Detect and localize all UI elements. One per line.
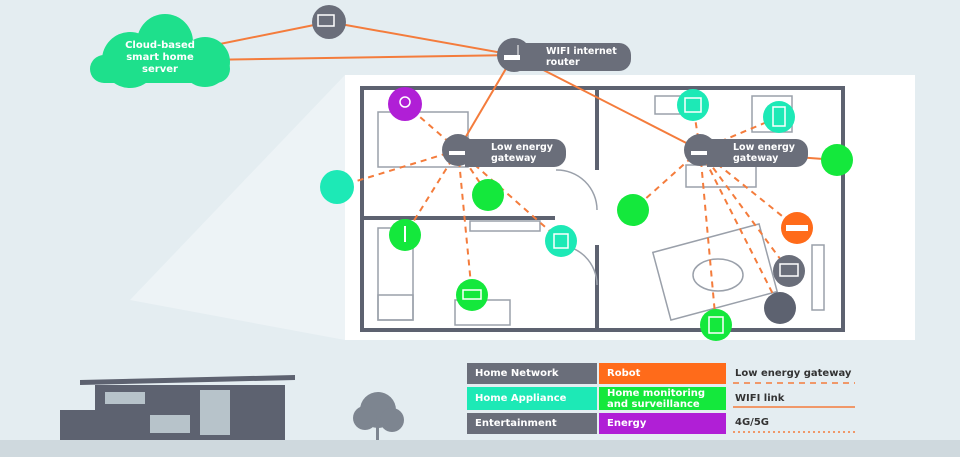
smoke-detector-icon[interactable] xyxy=(472,179,504,211)
floorplan-walls xyxy=(360,86,845,332)
washing-machine-icon[interactable] xyxy=(545,225,577,257)
window-sensor-icon[interactable] xyxy=(700,309,732,341)
camera-icon[interactable] xyxy=(617,194,649,226)
router-label: WIFI internet router xyxy=(520,43,631,71)
meter-icon[interactable] xyxy=(456,279,488,311)
cloud-server-icon xyxy=(90,14,230,88)
legend-4g-5g: 4G/5G xyxy=(735,417,769,428)
tv-icon[interactable] xyxy=(773,255,805,287)
legend-home-monitoring: Home monitoring and surveillance xyxy=(599,387,726,410)
cloud-label: Cloud-based smart home server xyxy=(125,40,195,75)
gateway-label-2: Low energy gateway xyxy=(707,139,808,167)
house-windows xyxy=(105,390,230,435)
bulb-icon[interactable] xyxy=(388,87,422,121)
air-conditioner-icon[interactable] xyxy=(320,170,354,204)
legend-low-energy-gateway: Low energy gateway xyxy=(735,368,852,379)
house-illustration xyxy=(60,375,295,440)
ground xyxy=(0,440,960,457)
legend-robot: Robot xyxy=(599,363,726,384)
legend-wifi-link: WIFI link xyxy=(735,393,785,404)
device-nodes xyxy=(312,5,853,341)
monitor-icon[interactable] xyxy=(312,5,346,39)
legend-home-appliance: Home Appliance xyxy=(467,387,597,410)
legend-entertainment: Entertainment xyxy=(467,413,597,434)
legend-energy: Energy xyxy=(599,413,726,434)
legend-home-network: Home Network xyxy=(467,363,597,384)
gateway-label-1: Low energy gateway xyxy=(465,139,566,167)
oven-icon[interactable] xyxy=(677,89,709,121)
door-lock-icon[interactable] xyxy=(821,144,853,176)
perspective-shade xyxy=(130,75,345,340)
tree-icon xyxy=(353,392,404,440)
fridge-icon[interactable] xyxy=(763,101,795,133)
speaker-icon[interactable] xyxy=(764,292,796,324)
